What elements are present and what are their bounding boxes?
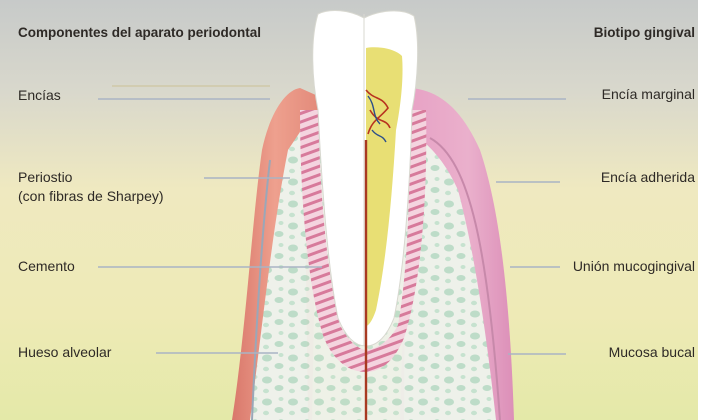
label-encia-marginal: Encía marginal xyxy=(602,86,695,103)
label-periostio: Periostio xyxy=(18,169,72,186)
right-edge-band xyxy=(698,0,707,420)
label-union-mucogingival: Unión mucogingival xyxy=(573,258,695,275)
label-encia-adherida: Encía adherida xyxy=(601,169,695,186)
label-encias: Encías xyxy=(18,87,61,104)
label-periostio-sub: (con fibras de Sharpey) xyxy=(18,188,164,205)
label-mucosa-bucal: Mucosa bucal xyxy=(609,344,695,361)
label-cemento: Cemento xyxy=(18,258,75,275)
heading-left: Componentes del aparato periodontal xyxy=(18,24,261,41)
label-hueso-alveolar: Hueso alveolar xyxy=(18,344,111,361)
heading-right: Biotipo gingival xyxy=(594,24,695,41)
